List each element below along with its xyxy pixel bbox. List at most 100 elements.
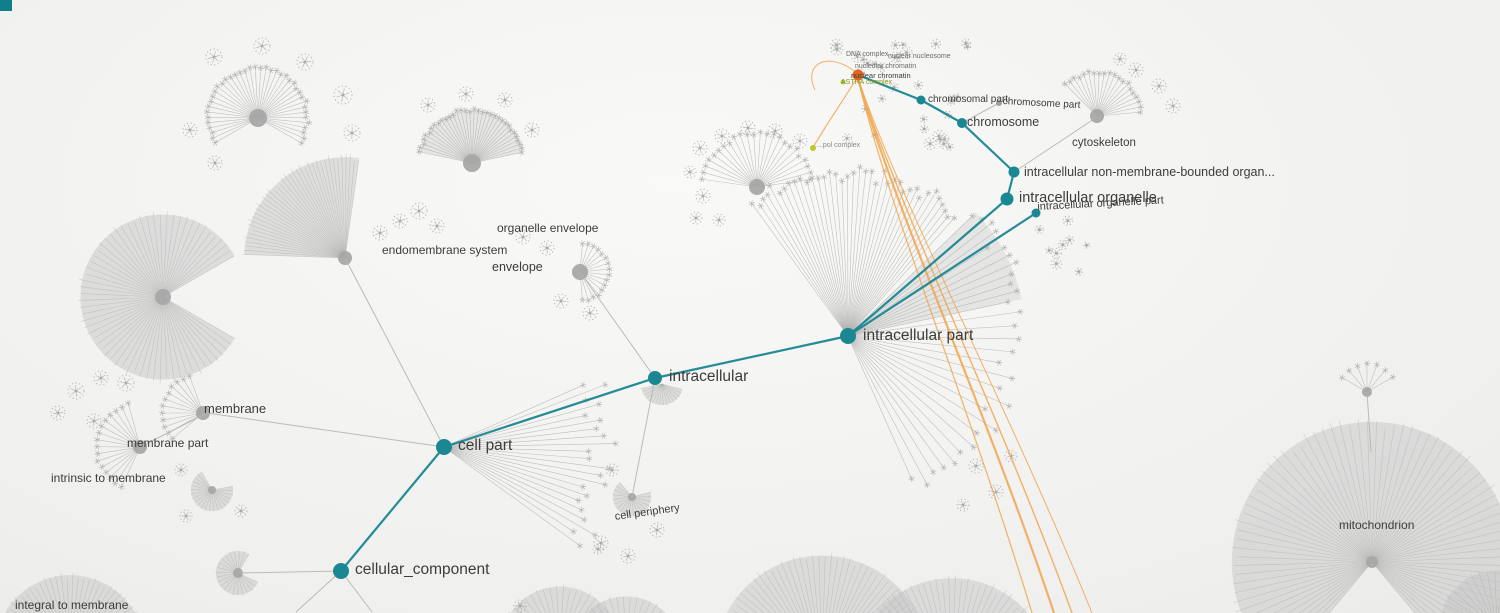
path-node[interactable] [916,95,926,105]
asterisk-glyph [283,72,290,79]
asterisk-glyph [763,130,771,137]
asterisk-glyph [442,115,449,123]
asterisk-glyph [897,178,904,186]
path-edge [340,446,445,572]
match-node[interactable] [810,145,816,151]
asterisk-glyph [924,481,931,489]
asterisk-glyph [603,277,611,284]
node-label[interactable]: membrane [204,401,267,416]
asterisk-glyph [802,156,809,163]
node-label[interactable]: intrinsic to membrane [51,471,166,485]
node-label[interactable]: chromosome [967,115,1040,129]
path-node[interactable] [1031,208,1041,218]
node-label[interactable]: ...pol complex [817,142,861,149]
asterisk-glyph [118,404,126,411]
asterisk-glyph [301,124,309,131]
node-label[interactable]: intracellular non-membrane-bounded organ… [1024,165,1275,179]
asterisk-glyph [514,137,521,144]
cluster-burst [851,50,864,63]
node-label[interactable]: cellular_component [355,561,490,578]
asterisk-glyph [915,194,923,202]
asterisk-glyph [862,168,869,175]
cluster-burst [392,213,408,229]
graph-edge [344,257,445,448]
asterisk-glyph [1007,280,1014,287]
cluster-burst [1051,247,1062,259]
cluster-burst [961,38,971,48]
cluster-burst [953,93,961,101]
asterisk-glyph [806,176,814,183]
cluster-burst [1128,62,1144,78]
node-label[interactable]: intracellular organelle [1019,190,1157,206]
node-label[interactable]: nuclear nucleosome [888,53,951,60]
node-label[interactable]: intracellular [669,368,749,385]
node-label[interactable]: cell periphery [614,501,681,523]
cluster-disc [1231,419,1500,613]
path-node[interactable] [333,563,349,579]
asterisk-glyph [94,458,101,465]
cluster-burst [863,59,872,68]
asterisk-glyph [579,381,587,389]
asterisk-glyph [1076,74,1083,81]
node-label[interactable]: organelle envelope [497,221,599,235]
path-node[interactable] [1008,166,1020,178]
cluster-disc [78,211,235,383]
selected-node[interactable] [852,69,864,81]
node-label[interactable]: intracellular part [863,327,974,344]
path-node[interactable] [957,118,967,128]
cluster-burst [956,498,970,512]
graph-node[interactable] [996,100,1002,106]
asterisk-glyph [158,409,166,417]
asterisk-glyph [598,251,605,257]
node-label[interactable]: nucleolar chromatin [855,63,917,70]
asterisk-glyph [211,88,218,95]
asterisk-glyph [300,135,308,142]
asterisk-glyph [939,201,946,208]
node-label[interactable]: chromosome part [1002,96,1081,112]
asterisk-glyph [435,119,442,127]
node-label[interactable]: membrane part [127,436,209,450]
cluster-burst [930,38,942,50]
node-label[interactable]: ASTRA complex [841,79,892,86]
asterisk-glyph [513,133,520,140]
asterisk-glyph [944,213,951,220]
path-node[interactable] [840,328,856,344]
asterisk-glyph [1015,335,1023,343]
asterisk-glyph [213,83,221,90]
asterisk-glyph [844,173,851,180]
asterisk-glyph [1338,374,1346,381]
asterisk-glyph [237,69,244,76]
node-label[interactable]: cytoskeleton [1072,137,1136,149]
asterisk-glyph [296,89,304,96]
cluster-burst [683,165,697,179]
asterisk-glyph [982,405,988,413]
node-label[interactable]: integral to membrane [15,598,129,612]
asterisk-glyph [585,240,592,247]
asterisk-glyph [106,411,114,419]
asterisk-glyph [1345,367,1353,374]
match-node[interactable] [840,79,846,85]
node-label[interactable]: DNA complex [846,51,889,58]
path-node[interactable] [436,439,452,455]
asterisk-glyph [267,67,275,74]
asterisk-glyph [698,176,706,183]
asterisk-glyph [838,177,846,185]
node-label[interactable]: cell part [458,437,513,454]
node-label[interactable]: envelope [492,260,543,274]
path-node[interactable] [648,371,662,385]
asterisk-glyph [303,108,309,116]
asterisk-glyph [750,131,757,138]
node-label[interactable]: mitochondrion [1339,518,1415,532]
asterisk-glyph [168,383,175,390]
node-label[interactable]: endomembrane system [382,243,508,257]
cluster-burst [553,293,569,309]
asterisk-glyph [169,435,176,442]
highlight-link [857,77,1033,613]
node-label[interactable]: chromosomal part [928,94,1009,105]
asterisk-glyph [518,144,525,152]
path-node[interactable] [1000,192,1014,206]
node-label[interactable]: nuclear chromatin [851,71,911,80]
asterisk-glyph [1017,308,1024,315]
asterisk-glyph [785,180,792,187]
